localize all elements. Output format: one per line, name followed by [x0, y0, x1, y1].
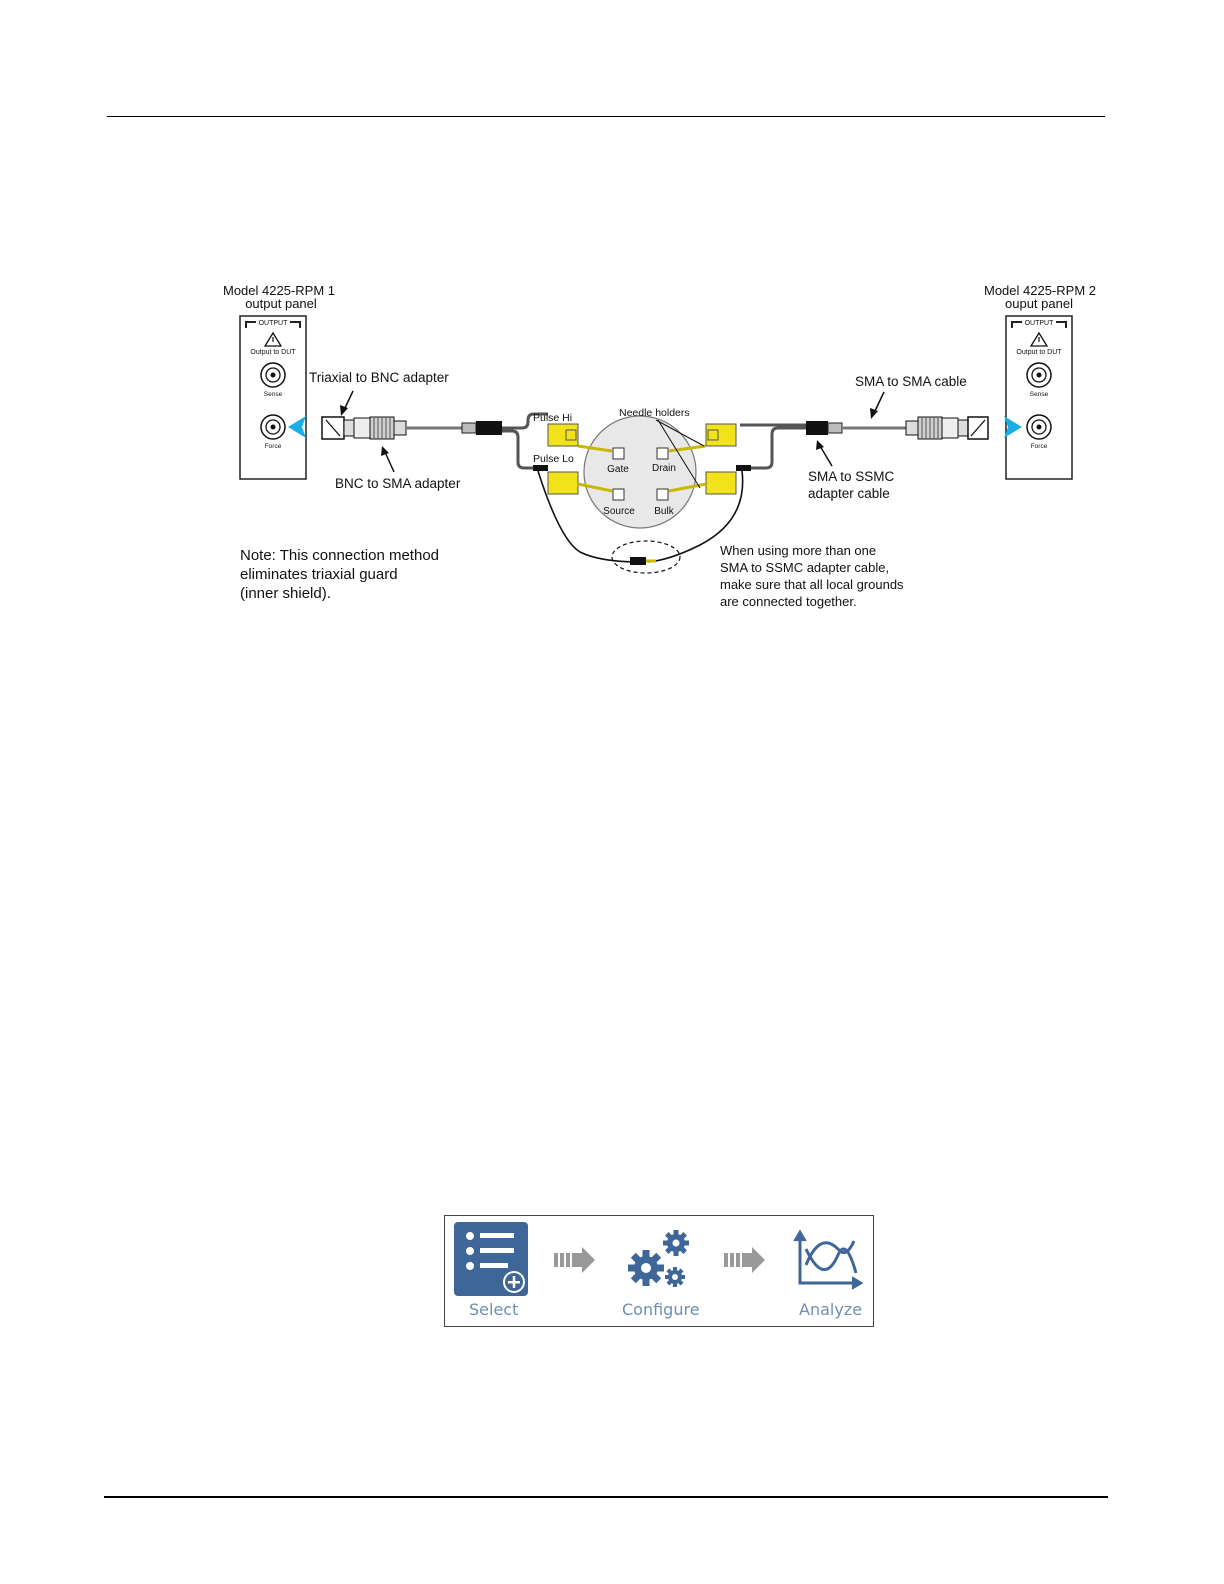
select-list-icon[interactable]	[454, 1222, 528, 1296]
warning-icon	[263, 331, 283, 347]
needle-holder-drain	[668, 423, 737, 453]
ssmc-pointer-arrow	[816, 440, 833, 467]
needle-holder-gate	[547, 423, 613, 453]
rpm1-output-panel: OUTPUT Output to DUT Sense Force	[239, 315, 307, 480]
rpm1-output-label: OUTPUT	[259, 320, 289, 327]
analyze-graph-icon[interactable]	[793, 1229, 864, 1290]
needle-holder-bulk	[668, 465, 751, 495]
left-cables	[502, 412, 548, 470]
triaxial-pointer-arrow	[340, 390, 354, 416]
rpm1-title: Model 4225-RPM 1	[223, 283, 335, 298]
sma-to-ssmc-label-line2: adapter cable	[808, 486, 890, 501]
rpm1-subtitle: output panel	[245, 296, 317, 311]
triaxial-to-bnc-adapter	[321, 416, 371, 440]
rpm2-subtitle: ouput panel	[1005, 296, 1073, 311]
rpm1-sense-connector	[260, 362, 286, 388]
footer-rule	[104, 1496, 1108, 1498]
warning-icon	[1029, 331, 1049, 347]
configure-label: Configure	[622, 1300, 700, 1319]
ground-wires	[537, 470, 744, 563]
rpm2-connect-arrow	[1004, 416, 1022, 438]
header-rule	[107, 116, 1105, 117]
rpm1-output-to-dut: Output to DUT	[250, 349, 296, 356]
rpm2-force-label: Force	[1031, 443, 1048, 450]
bnc-to-sma-label: BNC to SMA adapter	[335, 476, 461, 491]
needle-holders-label: Needle holders	[619, 407, 690, 419]
triaxial-to-bnc-label: Triaxial to BNC adapter	[309, 370, 449, 385]
ground-note-line-3: make sure that all local grounds	[720, 577, 904, 592]
select-label: Select	[469, 1300, 519, 1319]
arrow-right-icon	[724, 1247, 765, 1273]
rpm2-adapter	[905, 416, 989, 440]
rpm1-connect-arrow	[288, 416, 306, 438]
bnc-to-sma-adapter	[369, 416, 407, 440]
analyze-label: Analyze	[799, 1300, 863, 1319]
workflow-graphic	[454, 1222, 864, 1296]
drain-label: Drain	[652, 463, 676, 474]
pulse-hi-label: Pulse Hi	[533, 412, 572, 424]
sma-pointer-arrow	[870, 391, 885, 419]
ground-junction	[611, 540, 681, 574]
rpm2-force-connector	[1026, 414, 1052, 440]
arrow-right-icon	[554, 1247, 595, 1273]
sma-to-ssmc-label: SMA to SSMC	[808, 469, 895, 484]
ground-note-line-4: are connected together.	[720, 594, 857, 609]
needle-holders-pointers	[655, 419, 705, 489]
note-line-3: (inner shield).	[240, 585, 331, 602]
pulse-lo-label: Pulse Lo	[533, 453, 574, 465]
gate-label: Gate	[607, 464, 629, 475]
note-line-2: eliminates triaxial guard	[240, 566, 398, 583]
rpm2-output-to-dut: Output to DUT	[1016, 349, 1062, 356]
rpm2-title: Model 4225-RPM 2	[984, 283, 1096, 298]
ground-note-line-2: SMA to SSMC adapter cable,	[720, 560, 889, 575]
rpm1-sense-label: Sense	[264, 391, 283, 398]
ground-note-line-1: When using more than one	[720, 543, 876, 558]
rpm2-sense-label: Sense	[1030, 391, 1049, 398]
note-line-1: Note: This connection method	[240, 547, 439, 564]
rpm1-force-connector	[260, 414, 286, 440]
device-pads	[612, 447, 669, 501]
right-cables	[740, 423, 806, 470]
needle-holder-source	[533, 465, 613, 495]
sma-to-sma-label: SMA to SMA cable	[855, 374, 967, 389]
rpm2-sense-connector	[1026, 362, 1052, 388]
sma-to-sma-cable	[806, 421, 906, 435]
bnc-pointer-arrow	[381, 446, 395, 473]
gears-icon[interactable]	[628, 1230, 689, 1287]
source-label: Source	[603, 506, 635, 517]
rpm1-force-label: Force	[265, 443, 282, 450]
sma-cable-left	[406, 421, 502, 435]
bulk-label: Bulk	[654, 506, 674, 517]
rpm2-output-panel: OUTPUT Output to DUT Sense Force	[1005, 315, 1073, 480]
rpm2-output-label: OUTPUT	[1025, 320, 1055, 327]
